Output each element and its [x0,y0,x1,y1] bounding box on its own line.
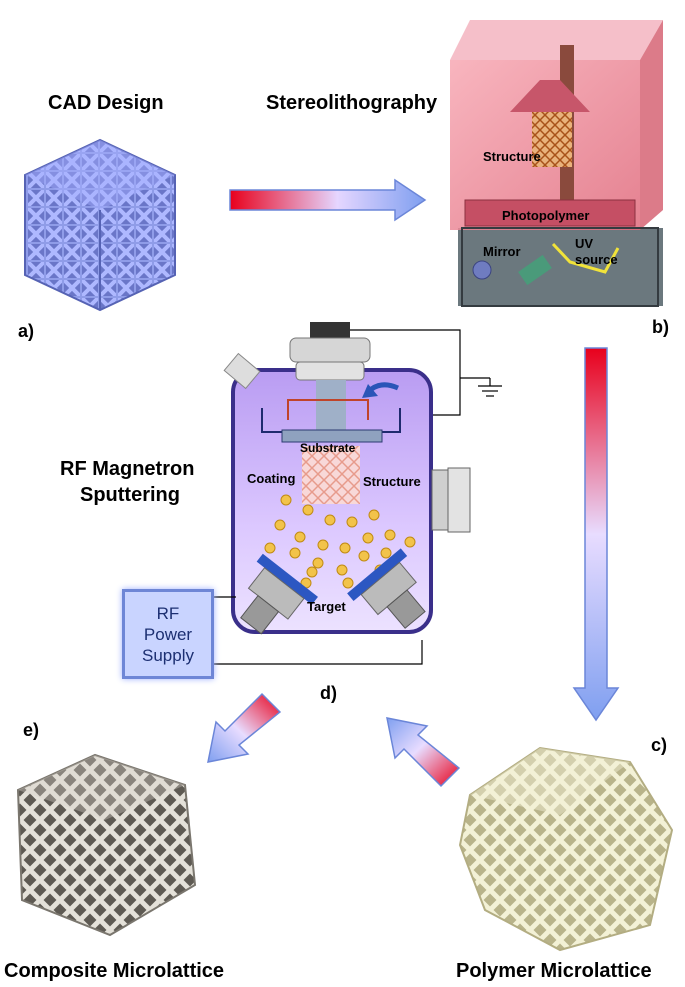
panel-label-d: d) [320,683,337,703]
sputter-particle [404,536,416,548]
substrate-label: Substrate [300,441,356,455]
sputter-particle [264,542,276,554]
uv-source-label-1: UV [575,236,594,251]
rf-supply-line-1: RF [156,603,180,623]
sputter-particle [280,494,292,506]
coating-label: Coating [247,471,296,486]
arrow-to-composite [207,692,282,763]
arrow-polymer-to-sputter [386,717,461,788]
composite-microlattice-image [16,753,197,937]
sputter-particle [339,542,351,554]
sputter-particle [336,564,348,576]
photopolymer-label: Photopolymer [502,208,590,223]
sputter-particle [346,516,358,528]
sputter-particle [342,577,354,589]
printer-structure-label: Structure [483,149,541,164]
mirror-label: Mirror [483,244,521,259]
sputter-particle [324,514,336,526]
sputter-particle [317,539,329,551]
sputter-particle [358,550,370,562]
panel-label-c: c) [651,735,668,755]
panel-label-e: e) [23,720,40,740]
sputter-particles [264,494,416,589]
composite-microlattice-title: Composite Microlattice [4,960,225,982]
sputter-particle [289,547,301,559]
sputter-particle [368,509,380,521]
sputter-particle [312,557,324,569]
sputter-particle [302,504,314,516]
rf-magnetron-title: RF Magnetron [60,458,195,480]
cad-design-title: CAD Design [48,92,164,114]
sputter-particle [384,529,396,541]
polymer-microlattice-image [458,746,674,952]
sputter-particle [294,531,306,543]
arrow-sla-to-polymer [572,347,620,722]
sputter-particle [380,547,392,559]
arrow-cad-to-sla [229,178,427,222]
uv-source-label-2: source [575,252,618,267]
target-guns [240,548,426,635]
sputter-particle [362,532,374,544]
stereolithography-title: Stereolithography [266,92,438,114]
sla-printer-image [450,20,663,307]
cad-lattice-image [24,138,176,312]
panel-label-a: a) [18,321,35,341]
sputtering-title: Sputtering [80,484,180,506]
rf-power-supply-box: RF Power Supply [122,589,214,679]
wiring [210,329,502,665]
chamber-structure-label: Structure [363,474,421,489]
rf-supply-line-3: Supply [142,645,194,665]
panel-label-b: b) [652,317,669,337]
polymer-microlattice-title: Polymer Microlattice [456,960,652,982]
sputter-particle [306,566,318,578]
target-label: Target [307,599,346,614]
sputter-particle [274,519,286,531]
rf-supply-line-2: Power [143,624,193,644]
